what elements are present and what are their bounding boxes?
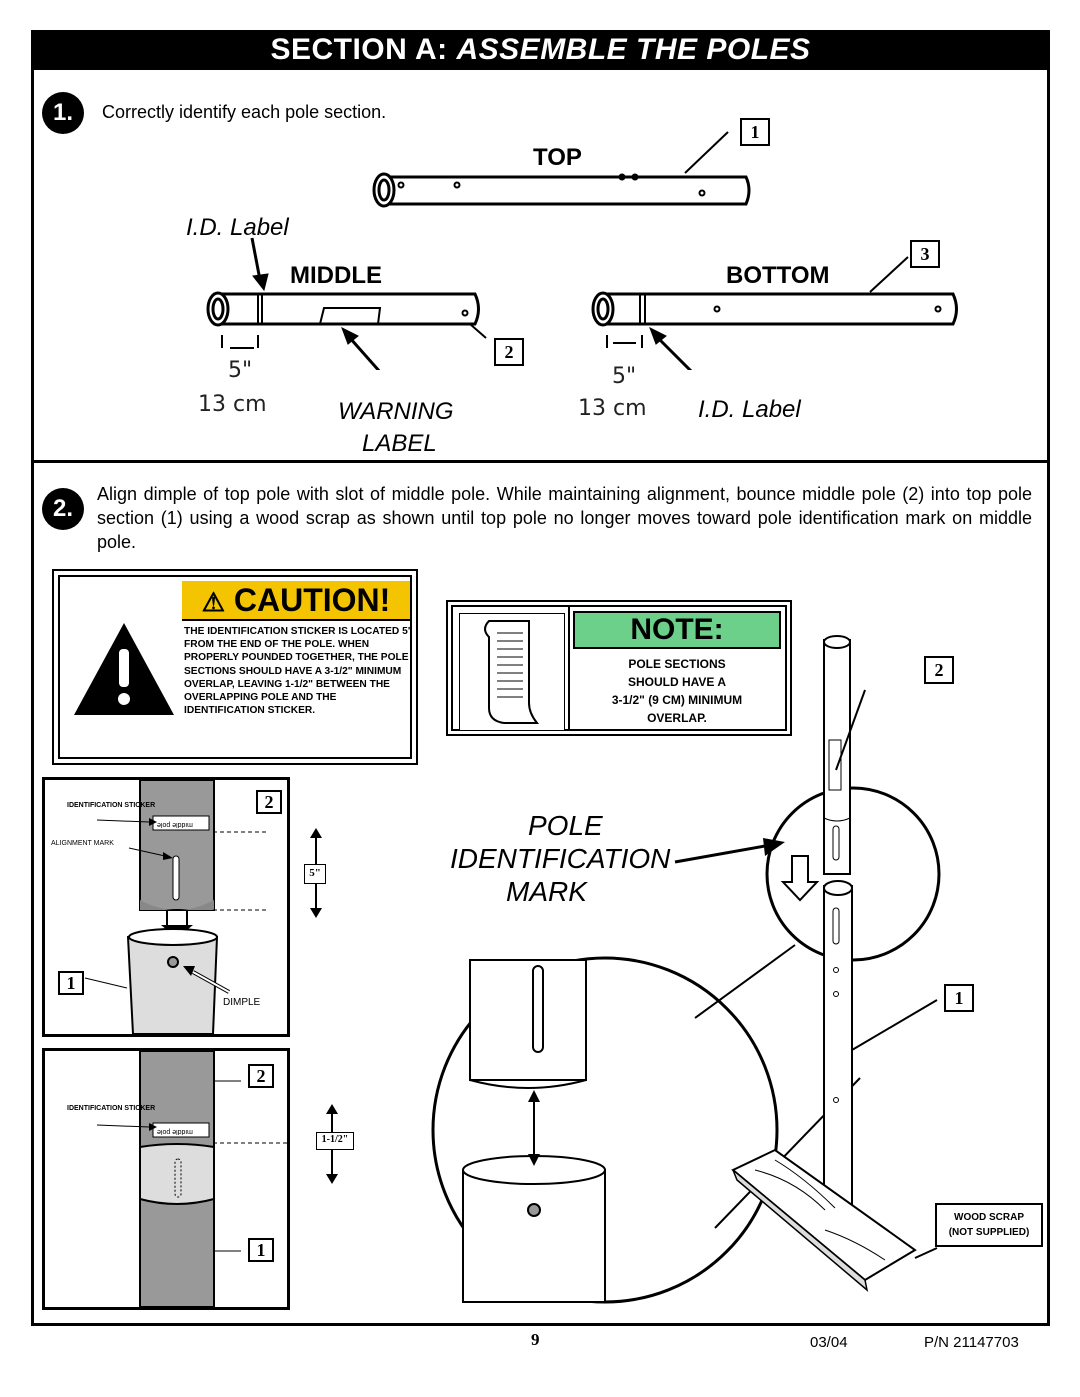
footer-part-number: P/N 21147703: [924, 1334, 1019, 1351]
measure-cm-left: 13 cm: [198, 392, 267, 417]
pole-assembly-illustration: [431, 635, 941, 1304]
caution-box: ⚠ CAUTION! THE IDENTIFICATION STICKER IS…: [52, 569, 418, 765]
measure-inches-right: 5": [612, 364, 637, 389]
warning-label-arrow: [341, 326, 359, 345]
middle-pole-label: MIDDLE: [290, 262, 382, 289]
wood-scrap-label: WOOD SCRAP (NOT SUPPLIED): [935, 1203, 1043, 1247]
section-header: SECTION A: ASSEMBLE THE POLES: [31, 30, 1050, 70]
warning-label-line2: LABEL: [362, 430, 437, 457]
page-number: 9: [531, 1330, 540, 1349]
top-pole: [378, 175, 751, 206]
callout-upper-1: 1: [58, 971, 84, 995]
alignment-mark-label: ALIGNMENT MARK: [51, 840, 114, 847]
id-sticker-label-upper: IDENTIFICATION STICKER: [67, 802, 156, 809]
id-label-left: I.D. Label: [186, 214, 289, 241]
pole-id-mark-line2: IDENTIFICATION: [450, 843, 671, 874]
step-2-number: 2.: [42, 488, 84, 530]
caution-heading: ⚠ CAUTION!: [182, 581, 410, 621]
callout-assembly-1: 1: [944, 984, 974, 1012]
detail-upper-panel: IDENTIFICATION STICKER ALIGNMENT MARK mi…: [42, 777, 290, 1037]
top-pole-label: TOP: [533, 144, 582, 171]
measure-5in-label: 5": [304, 864, 326, 884]
pole-id-mark-line1: POLE: [528, 810, 603, 841]
alert-icon: ⚠: [201, 587, 225, 617]
bottom-pole-label: BOTTOM: [726, 262, 830, 289]
callout-top-pole: 1: [740, 118, 770, 146]
step-2-instruction: Align dimple of top pole with slot of mi…: [97, 484, 1032, 552]
callout-assembly-2: 2: [924, 656, 954, 684]
warning-label-line1: WARNING: [338, 398, 454, 425]
footer-date: 03/04: [810, 1334, 848, 1351]
callout-upper-2: 2: [256, 790, 282, 814]
id-sticker-label-lower: IDENTIFICATION STICKER: [67, 1105, 156, 1112]
id-label-arrow-left: [252, 273, 269, 292]
note-box: NOTE: POLE SECTIONS SHOULD HAVE A 3-1/2"…: [446, 600, 792, 736]
step-1-number: 1.: [42, 92, 84, 134]
dimple-label: DIMPLE: [223, 997, 261, 1008]
callout-lower-1: 1: [248, 1238, 274, 1262]
down-arrow-icon: [780, 855, 820, 902]
document-icon: [459, 613, 565, 731]
measure-1-5in-label: 1-1/2": [316, 1132, 354, 1150]
section-divider: [31, 460, 1050, 463]
step-1-instruction: Correctly identify each pole section.: [102, 102, 387, 122]
pole-id-mark-line3: MARK: [506, 876, 587, 907]
bottom-pole: [598, 292, 958, 326]
callout-lower-2: 2: [248, 1064, 274, 1088]
pole-sections-illustration: [206, 131, 958, 370]
callout-bottom-pole: 3: [910, 240, 940, 268]
note-text: POLE SECTIONS SHOULD HAVE A 3-1/2" (9 CM…: [611, 657, 743, 725]
sticker-text-upper: middle pole: [157, 821, 193, 828]
measure-inches-left: 5": [228, 358, 253, 383]
callout-middle-pole: 2: [494, 338, 524, 366]
warning-triangle-icon: [74, 623, 174, 715]
sticker-text-lower: middle pole: [157, 1128, 193, 1135]
measure-cm-right: 13 cm: [578, 396, 647, 421]
caution-text: THE IDENTIFICATION STICKER IS LOCATED 5"…: [184, 626, 413, 717]
id-label-arrow-right: [649, 326, 667, 345]
detail-lower-panel: IDENTIFICATION STICKER middle pole: [42, 1048, 290, 1310]
id-label-right: I.D. Label: [698, 396, 801, 423]
note-heading: NOTE:: [573, 611, 781, 649]
